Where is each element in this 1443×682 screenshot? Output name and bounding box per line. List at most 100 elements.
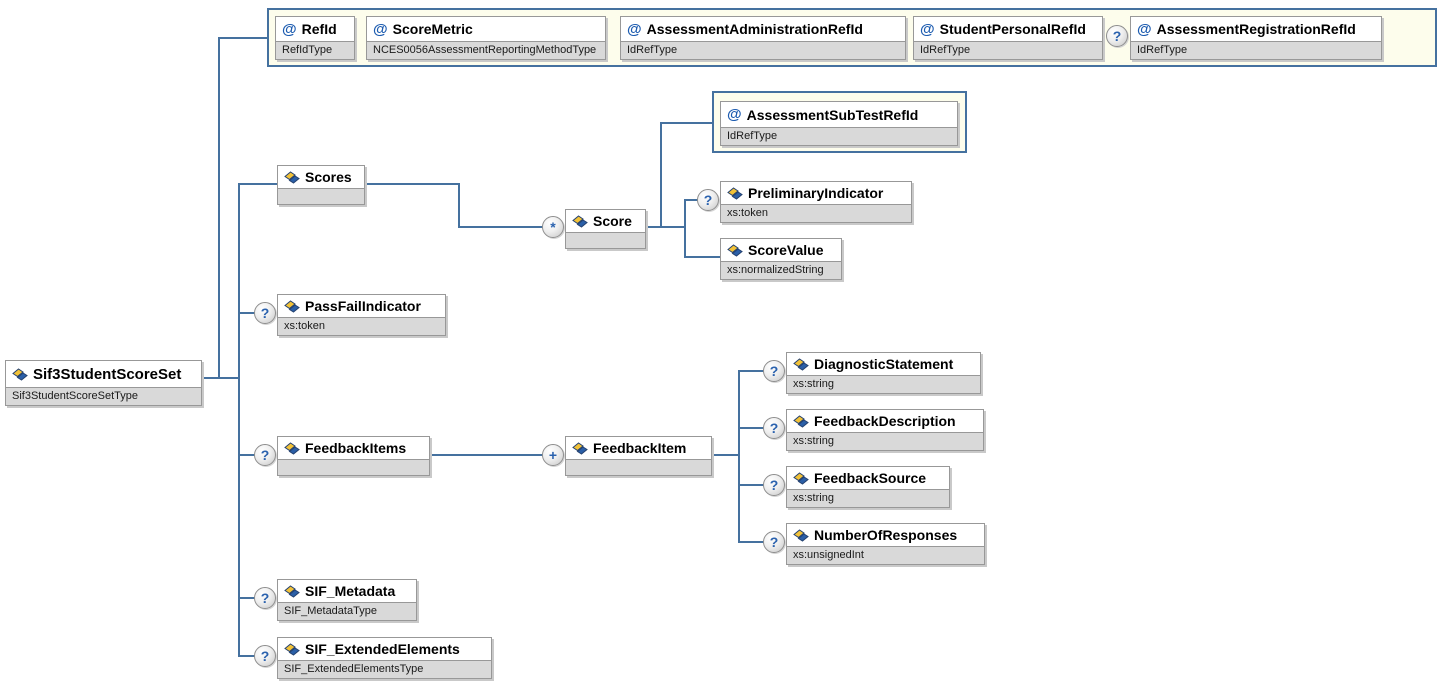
node-type <box>566 232 645 248</box>
node-type: SIF_ExtendedElementsType <box>278 660 491 678</box>
node-refid-attribute[interactable]: @RefId RefIdType <box>275 16 355 60</box>
node-type: SIF_MetadataType <box>278 602 416 620</box>
node-number-of-responses[interactable]: NumberOfResponses xs:unsignedInt <box>786 523 985 565</box>
optional-indicator: ? <box>763 531 785 553</box>
connector-line <box>660 122 662 228</box>
node-label: ScoreValue <box>748 242 824 258</box>
node-feedback-description[interactable]: FeedbackDescription xs:string <box>786 409 984 451</box>
node-sif-extended-elements[interactable]: SIF_ExtendedElements SIF_ExtendedElement… <box>277 637 492 679</box>
optional-indicator: ? <box>1106 25 1128 47</box>
node-label: RefId <box>301 21 337 37</box>
attribute-icon: @ <box>727 106 742 123</box>
node-label: PassFailIndicator <box>305 298 421 314</box>
node-sif-metadata[interactable]: SIF_Metadata SIF_MetadataType <box>277 579 417 621</box>
node-type: xs:string <box>787 489 949 507</box>
connector-line <box>738 370 740 543</box>
attribute-icon: @ <box>920 20 935 38</box>
node-feedback-source[interactable]: FeedbackSource xs:string <box>786 466 950 508</box>
connector-line <box>238 597 255 599</box>
element-icon <box>284 642 300 656</box>
node-scores[interactable]: Scores <box>277 165 365 205</box>
node-type: xs:normalizedString <box>721 261 841 279</box>
node-scoremetric-attribute[interactable]: @ScoreMetric NCES0056AssessmentReporting… <box>366 16 606 60</box>
connector-line <box>684 199 698 201</box>
node-student-personal-refid-attribute[interactable]: @StudentPersonalRefId IdRefType <box>913 16 1103 60</box>
node-label: ScoreMetric <box>392 21 473 37</box>
optional-indicator: ? <box>763 360 785 382</box>
connector-line <box>218 37 220 379</box>
element-icon <box>793 471 809 485</box>
node-type: Sif3StudentScoreSetType <box>6 387 201 405</box>
node-score-value[interactable]: ScoreValue xs:normalizedString <box>720 238 842 280</box>
attribute-icon: @ <box>627 20 642 38</box>
node-preliminary-indicator[interactable]: PreliminaryIndicator xs:token <box>720 181 912 223</box>
connector-line <box>738 427 765 429</box>
element-icon <box>284 584 300 598</box>
node-label: SIF_ExtendedElements <box>305 641 460 657</box>
node-assessment-administration-refid-attribute[interactable]: @AssessmentAdministrationRefId IdRefType <box>620 16 906 60</box>
optional-indicator: ? <box>763 417 785 439</box>
connector-line <box>238 183 240 657</box>
node-type: IdRefType <box>721 127 957 145</box>
node-type: xs:unsignedInt <box>787 546 984 564</box>
node-type: xs:string <box>787 432 983 450</box>
optional-indicator: ? <box>763 474 785 496</box>
attribute-icon: @ <box>373 20 388 38</box>
connector-line <box>660 122 712 124</box>
node-label: FeedbackItems <box>305 440 407 456</box>
connector-line <box>712 454 740 456</box>
element-icon <box>572 214 588 228</box>
node-feedback-item[interactable]: FeedbackItem <box>565 436 712 476</box>
node-type <box>278 188 364 204</box>
node-label: PreliminaryIndicator <box>748 185 884 201</box>
optional-indicator: ? <box>254 645 276 667</box>
element-icon <box>727 243 743 257</box>
element-icon <box>793 528 809 542</box>
connector-line <box>458 226 544 228</box>
node-assessment-subtest-refid-attribute[interactable]: @AssessmentSubTestRefId IdRefType <box>720 101 958 146</box>
node-pass-fail-indicator[interactable]: PassFailIndicator xs:token <box>277 294 446 336</box>
element-icon <box>727 186 743 200</box>
node-score[interactable]: Score <box>565 209 646 249</box>
element-icon <box>284 299 300 313</box>
element-icon <box>284 441 300 455</box>
connector-line <box>365 183 458 185</box>
one-or-more-indicator: + <box>542 444 564 466</box>
element-icon <box>12 367 28 381</box>
node-diagnostic-statement[interactable]: DiagnosticStatement xs:string <box>786 352 981 394</box>
node-label: Sif3StudentScoreSet <box>33 365 182 383</box>
attribute-icon: @ <box>1137 20 1152 38</box>
node-type: IdRefType <box>914 41 1102 59</box>
node-label: AssessmentSubTestRefId <box>746 106 919 123</box>
connector-line <box>646 226 686 228</box>
node-label: DiagnosticStatement <box>814 356 954 372</box>
node-label: AssessmentAdministrationRefId <box>646 21 863 37</box>
node-type <box>278 459 429 475</box>
node-label: FeedbackDescription <box>814 413 956 429</box>
node-label: SIF_Metadata <box>305 583 396 599</box>
node-type: NCES0056AssessmentReportingMethodType <box>367 41 605 59</box>
zero-or-more-indicator: * <box>542 216 564 238</box>
node-type: IdRefType <box>1131 41 1381 59</box>
optional-indicator: ? <box>254 587 276 609</box>
connector-line <box>738 541 765 543</box>
connector-line <box>684 199 686 258</box>
node-type: xs:token <box>278 317 445 335</box>
element-icon <box>572 441 588 455</box>
optional-indicator: ? <box>254 302 276 324</box>
node-label: FeedbackItem <box>593 440 687 456</box>
element-icon <box>284 170 300 184</box>
element-icon <box>793 357 809 371</box>
connector-line <box>218 37 267 39</box>
node-feedback-items[interactable]: FeedbackItems <box>277 436 430 476</box>
optional-indicator: ? <box>697 189 719 211</box>
connector-line <box>738 370 765 372</box>
node-label: Scores <box>305 169 352 185</box>
node-assessment-registration-refid-attribute[interactable]: @AssessmentRegistrationRefId IdRefType <box>1130 16 1382 60</box>
node-sif3studentscoreset-root[interactable]: Sif3StudentScoreSet Sif3StudentScoreSetT… <box>5 360 202 406</box>
node-type: xs:string <box>787 375 980 393</box>
node-label: Score <box>593 213 632 229</box>
node-type <box>566 459 711 475</box>
node-type: xs:token <box>721 204 911 222</box>
